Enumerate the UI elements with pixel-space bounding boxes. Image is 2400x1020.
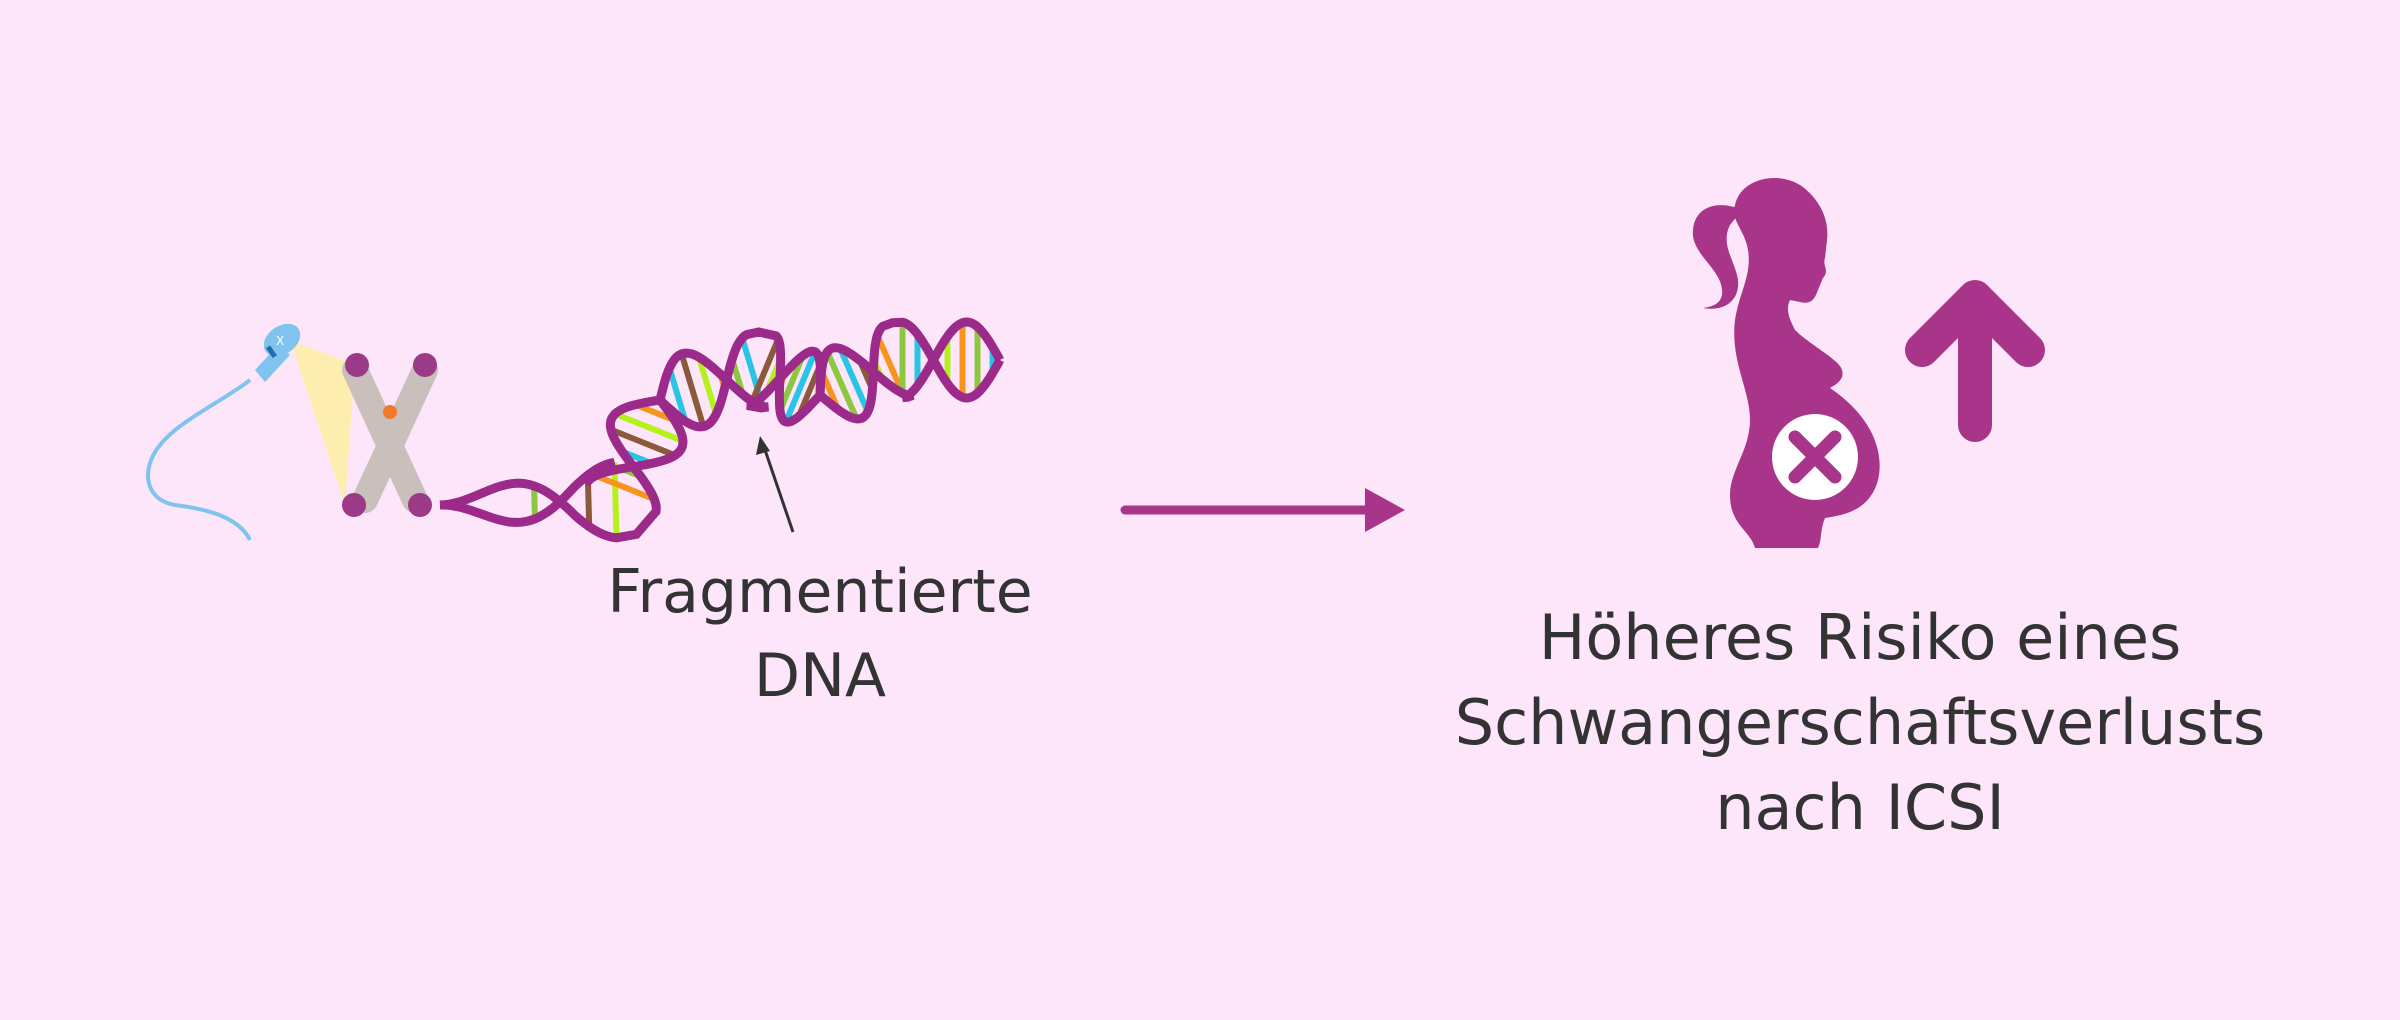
right-arrow-icon: [1120, 488, 1405, 532]
risk-label-line2: Schwangerschaftsverlusts: [1454, 686, 2266, 759]
dna-strand: [440, 317, 1004, 527]
dna-base-pair: [531, 485, 538, 519]
risk-label-line3: nach ICSI: [1715, 771, 2005, 844]
sperm-icon: X: [146, 323, 301, 541]
dna-strand: [439, 317, 1004, 543]
dna-base-pair: [748, 337, 781, 406]
dna-base-pair: [609, 426, 677, 459]
dna-base-pair: [783, 350, 818, 424]
dna-base-pair: [874, 334, 906, 395]
dna-base-pair: [594, 472, 656, 503]
chromosome-icon: [342, 353, 438, 517]
dna-base-pair: [824, 350, 860, 421]
fragmented-dna-label: Fragmentierte DNA: [560, 550, 1080, 718]
dna-base-pair: [666, 367, 689, 423]
dna-base-pair: [678, 353, 707, 428]
pregnant-woman-icon: [1692, 177, 1880, 548]
dna-base-pair: [837, 347, 871, 413]
up-arrow-icon: [1905, 280, 2045, 442]
risk-label: Höheres Risiko eines Schwangerschaftsver…: [1420, 595, 2300, 850]
dna-helix-icon: [439, 317, 1004, 543]
dna-base-pair: [613, 411, 685, 444]
magnification-cone: [290, 340, 355, 505]
svg-text:X: X: [276, 334, 284, 348]
fragmented-dna-label-line2: DNA: [753, 641, 887, 711]
risk-label-line1: Höheres Risiko eines: [1538, 601, 2182, 674]
fragmented-dna-label-line1: Fragmentierte: [607, 557, 1033, 627]
pointer-arrow-icon: [756, 436, 795, 533]
dna-base-pair: [611, 462, 620, 538]
dna-base-pair: [696, 356, 719, 416]
